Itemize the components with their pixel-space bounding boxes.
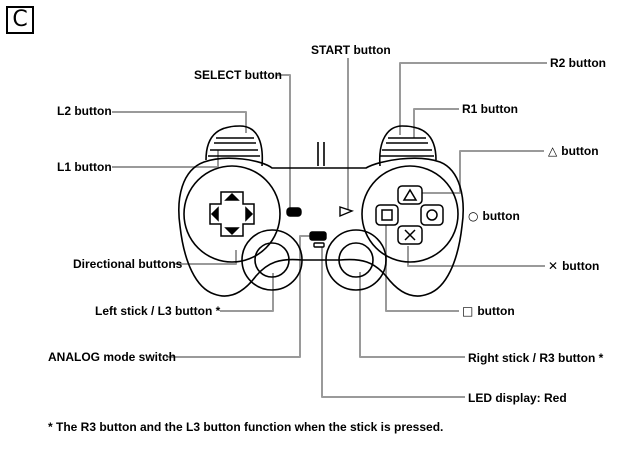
square-text: button bbox=[477, 304, 515, 318]
leader-lines bbox=[112, 58, 547, 398]
label-left-stick: Left stick / L3 button * bbox=[95, 304, 221, 318]
triangle-text: button bbox=[561, 144, 599, 158]
label-analog: ANALOG mode switch bbox=[48, 350, 177, 364]
label-r1: R1 button bbox=[462, 102, 518, 116]
center-controls bbox=[286, 206, 354, 248]
label-right-stick: Right stick / R3 button * bbox=[468, 351, 604, 365]
triangle-symbol: △ bbox=[548, 144, 558, 158]
leader-triangle bbox=[422, 150, 544, 194]
left-shoulder bbox=[205, 125, 264, 167]
label-r2: R2 button bbox=[550, 56, 606, 70]
label-circle: ○button bbox=[468, 209, 520, 223]
dpad-up bbox=[224, 192, 240, 201]
start-button-shape bbox=[339, 206, 354, 218]
left-face-ring bbox=[183, 165, 281, 263]
leader-led bbox=[321, 246, 465, 398]
label-select: SELECT button bbox=[194, 68, 282, 82]
cable bbox=[317, 142, 325, 166]
cross-symbol: ✕ bbox=[548, 259, 559, 273]
l2-button-shape bbox=[214, 137, 256, 144]
label-l2: L2 button bbox=[57, 104, 112, 118]
leader-cross bbox=[407, 246, 545, 267]
leader-r2 bbox=[399, 62, 547, 135]
label-square: □button bbox=[462, 304, 515, 318]
body-outline bbox=[178, 157, 464, 297]
dpad-cross bbox=[209, 191, 255, 237]
r1-button-shape bbox=[380, 149, 434, 157]
label-l1: L1 button bbox=[57, 160, 112, 174]
circle-text: button bbox=[482, 209, 520, 223]
square-button-shape bbox=[375, 204, 399, 226]
left-stick bbox=[254, 242, 290, 278]
circle-symbol: ○ bbox=[468, 209, 479, 223]
square-symbol: □ bbox=[462, 304, 474, 318]
analog-switch-shape bbox=[309, 231, 327, 241]
r2-button-shape bbox=[386, 137, 428, 144]
dpad-right bbox=[245, 206, 254, 222]
square-glyph bbox=[381, 209, 393, 221]
dpad-down bbox=[224, 227, 240, 236]
leader-left-stick bbox=[220, 273, 274, 312]
label-led: LED display: Red bbox=[468, 391, 567, 405]
leader-select bbox=[276, 74, 291, 212]
face-buttons bbox=[375, 185, 444, 245]
label-start: START button bbox=[311, 43, 391, 57]
circle-button-shape bbox=[420, 204, 444, 226]
right-face-ring bbox=[361, 165, 459, 263]
l1-button-shape bbox=[208, 149, 260, 157]
leader-square bbox=[385, 224, 459, 312]
label-triangle: △button bbox=[548, 144, 599, 158]
leader-start bbox=[342, 58, 349, 213]
cross-glyph bbox=[404, 229, 416, 241]
footnote: * The R3 button and the L3 button functi… bbox=[48, 420, 444, 434]
dpad-left bbox=[210, 206, 219, 222]
directional-pad bbox=[209, 191, 255, 237]
leader-right-stick bbox=[359, 272, 465, 358]
led-shape bbox=[313, 242, 325, 248]
leader-analog bbox=[166, 235, 312, 358]
right-stick bbox=[338, 242, 374, 278]
label-directional: Directional buttons bbox=[73, 257, 183, 271]
leader-r1 bbox=[413, 108, 459, 138]
figure-badge: C bbox=[6, 6, 34, 34]
controller-body bbox=[178, 125, 464, 297]
leader-directional bbox=[174, 250, 237, 265]
right-stick-ring bbox=[325, 229, 387, 291]
cross-text: button bbox=[562, 259, 600, 273]
leader-l2 bbox=[112, 111, 247, 133]
left-stick-ring bbox=[241, 229, 303, 291]
right-shoulder bbox=[378, 125, 437, 167]
circle-glyph bbox=[426, 209, 438, 221]
label-cross: ✕button bbox=[548, 259, 599, 273]
leader-l1 bbox=[112, 150, 219, 168]
select-button-shape bbox=[286, 207, 302, 217]
triangle-glyph bbox=[402, 188, 418, 201]
